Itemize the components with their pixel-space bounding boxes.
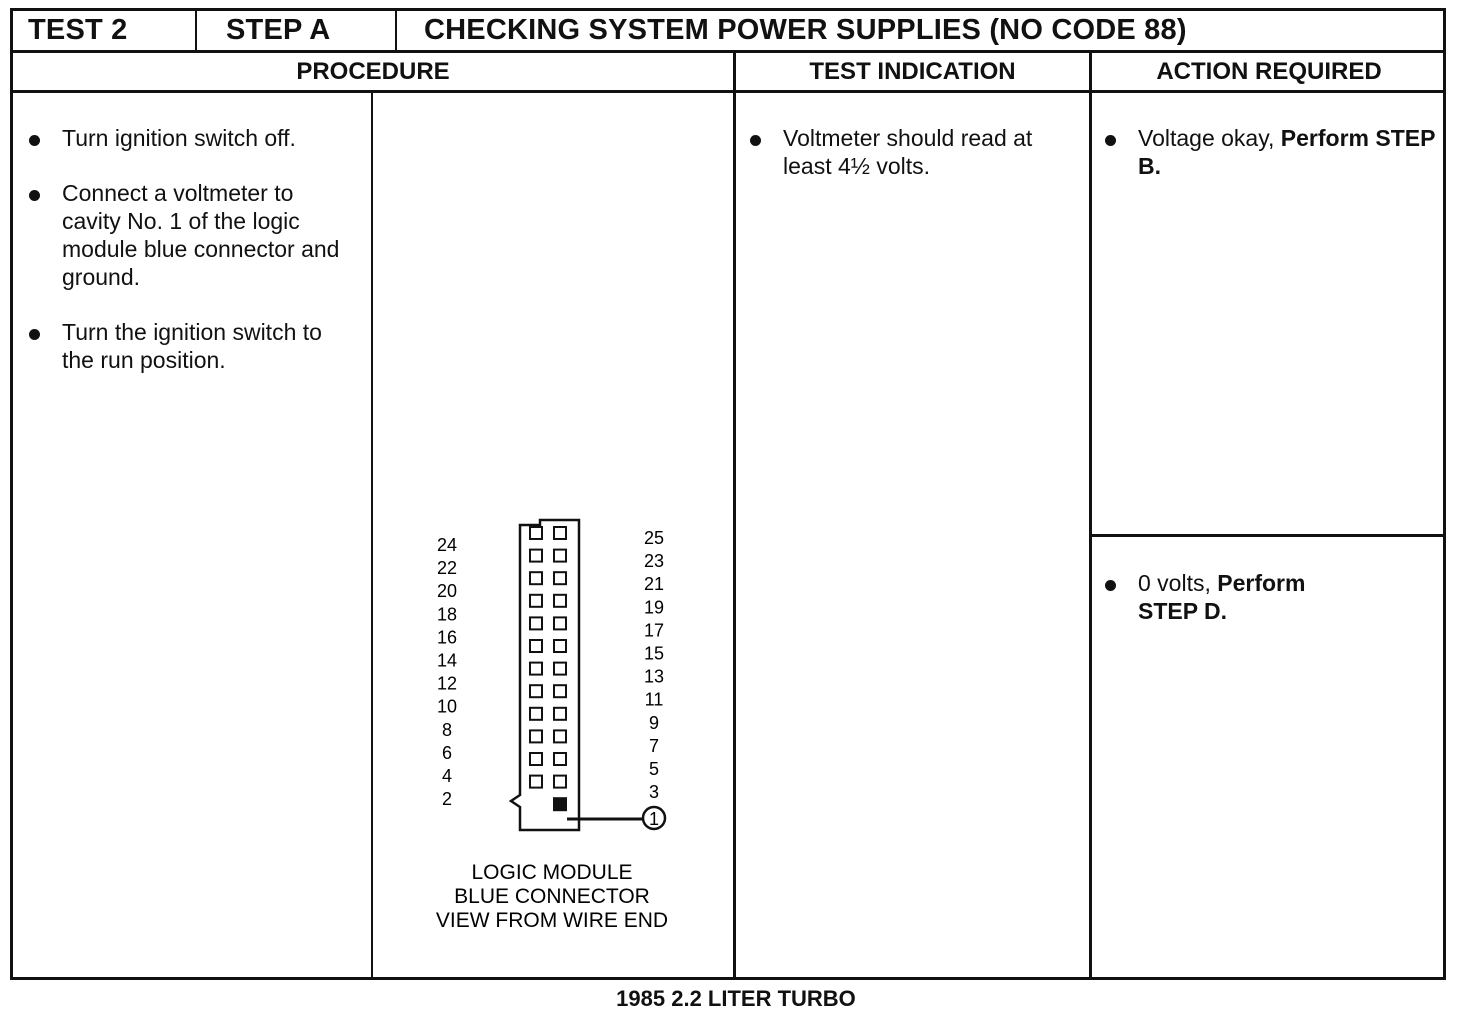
pin-number-label: 11 [645,690,664,710]
connector-cavity [553,729,567,744]
connector-cavity [529,639,543,653]
cavity-1-label: 1 [649,809,659,829]
step-label: STEP A [226,14,331,46]
procedure-sheet [10,8,1446,980]
connector-cavity [553,684,567,699]
column-header-action-required: ACTION REQUIRED [1156,58,1382,85]
pin-number-label: 12 [437,674,457,694]
connector-cavity [553,593,567,608]
connector-cavity [553,752,567,766]
test-indication-text: Voltmeter should read at least 4½ volts. [783,125,1033,179]
connector-cavity [529,729,543,744]
pin-number-label: 10 [437,697,457,717]
pin-number-label: 16 [437,627,457,647]
connector-housing [508,518,581,832]
procedure-step: Connect a voltmeter to cavity No. 1 of t… [12,179,357,291]
pin-number-label: 19 [644,597,664,617]
column-header-divider [10,90,1446,93]
connector-cavity [529,593,543,608]
action-item: 0 volts, Perform STEP D. [1088,569,1368,625]
pin-number-label: 18 [437,604,457,624]
bullet-icon [750,135,761,146]
column-header-test-indication: TEST INDICATION [809,58,1016,85]
action-condition: 0 volts, [1138,570,1211,596]
connector-cavity [553,774,567,789]
connector-cavity [553,639,567,653]
connector-cavity [553,616,567,631]
header-divider [10,50,1446,53]
procedure-steps: Turn ignition switch off. Connect a volt… [12,124,357,401]
pin-number-label: 6 [442,743,452,763]
pin-number-label: 23 [644,551,664,571]
connector-cavity [529,571,543,586]
connector-cavity [553,706,567,721]
connector-cavity [553,526,567,540]
action-row-divider [1090,534,1446,537]
pin-number-label: 25 [644,528,664,548]
action-item: Voltage okay, Perform STEP B. [1088,124,1438,180]
bullet-icon [1105,135,1116,146]
pin-number-label: 4 [442,766,452,786]
pin-number-label: 17 [644,620,664,640]
pin-number-label: 15 [644,644,664,664]
action-instruction: Perform STEP B. [1138,125,1436,179]
connector-cavity [529,684,543,699]
connector-cavity [529,661,543,676]
connector-cavity [553,571,567,586]
page-footer: 1985 2.2 LITER TURBO [616,986,856,1011]
action-condition: Voltage okay, [1138,125,1275,151]
connector-cavity [553,661,567,676]
connector-cavity [529,752,543,766]
test-step-divider [195,8,197,52]
connector-cavity [553,548,567,563]
action-instruction: Perform STEP D. [1138,570,1306,624]
connector-cavity [529,526,543,540]
connector-cavity [529,774,543,789]
pin-number-label: 9 [649,713,659,733]
step-title-divider [395,8,397,52]
pin-number-label: 13 [644,667,664,687]
pin-number-label: 24 [437,535,457,555]
indication-action-divider [1089,52,1092,980]
pin-number-label: 20 [437,581,457,601]
cavity-1-callout [641,805,667,831]
column-header-procedure: PROCEDURE [296,58,450,85]
connector-caption-line: VIEW FROM WIRE END [436,909,668,932]
connector-caption-line: BLUE CONNECTOR [454,885,650,908]
pin-number-label: 7 [649,736,659,756]
procedure-step: Turn the ignition switch to the run posi… [12,318,357,374]
pin-number-label: 14 [437,651,457,671]
pin-number-label: 22 [437,558,457,578]
pin-number-label: 2 [442,789,452,809]
bullet-icon [1105,580,1116,591]
procedure-step: Turn ignition switch off. [12,124,357,152]
test-indication-item: Voltmeter should read at least 4½ volts. [733,124,1083,180]
connector-cavity [529,548,543,563]
pin-number-label: 21 [644,574,664,594]
pin-number-label: 5 [649,759,659,779]
procedure-inner-divider [371,92,373,980]
connector-cavity [529,616,543,631]
test-number: TEST 2 [28,14,128,46]
procedure-indication-divider [733,52,736,980]
pin-number-label: 3 [649,782,659,802]
connector-cavity-1 [553,797,567,812]
connector-cavity [529,706,543,721]
connector-caption-line: LOGIC MODULE [471,861,632,884]
page-title: CHECKING SYSTEM POWER SUPPLIES (NO CODE … [424,14,1187,46]
pin-number-label: 8 [442,720,452,740]
